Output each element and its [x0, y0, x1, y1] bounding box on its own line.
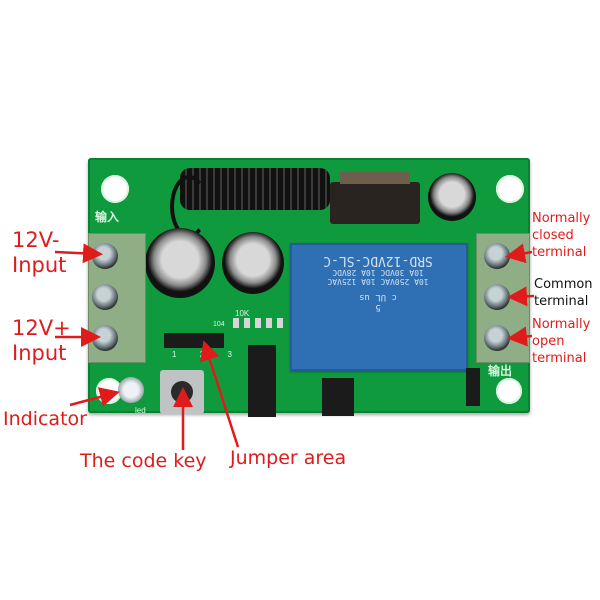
- arrow-no: [507, 326, 533, 347]
- input-marking: 输入: [95, 210, 120, 224]
- arrow-nc: [505, 243, 533, 264]
- arrow-com: [507, 286, 535, 307]
- output-marking: 输出: [488, 364, 513, 378]
- label-jumper-area: Jumper area: [230, 447, 347, 469]
- relay: 5 c UL us 10A 250VAC 10A 125VAC 10A 30VD…: [290, 243, 468, 371]
- mounting-hole-top-right: [496, 175, 524, 203]
- terminal-screw-middle-left[interactable]: [92, 284, 118, 310]
- rf-module-top: [340, 172, 410, 184]
- label-indicator: Indicator: [3, 408, 87, 430]
- electrolytic-capacitor-2: [222, 232, 284, 294]
- eeprom-ic: [322, 378, 354, 416]
- label-12v-plus-input: 12V+ Input: [12, 316, 71, 365]
- label-normally-closed-terminal: Normally closed terminal: [532, 211, 591, 260]
- label-normally-open-terminal: Normally open terminal: [532, 317, 591, 366]
- rf-receiver-module: [330, 182, 420, 224]
- terminal-screw-no[interactable]: [484, 325, 510, 351]
- electrolytic-capacitor-small: [428, 173, 476, 221]
- diode-m7: [466, 368, 480, 406]
- arrow-12v-minus: [54, 243, 103, 264]
- resistor-label: 10K: [235, 309, 250, 318]
- resistor-array: [233, 318, 288, 328]
- label-code-key: The code key: [80, 450, 207, 472]
- cap-label: 104: [213, 321, 225, 328]
- arrow-jumper-area: [200, 340, 240, 448]
- indicator-led: [118, 377, 144, 403]
- led-label: led: [135, 406, 146, 415]
- mounting-hole-bottom-right: [496, 378, 522, 404]
- mounting-hole-top-left: [101, 175, 129, 203]
- label-common-terminal: Common terminal: [534, 277, 593, 309]
- label-12v-minus-input: 12V- Input: [12, 228, 67, 277]
- arrow-indicator: [69, 387, 120, 407]
- terminal-screw-com[interactable]: [484, 284, 510, 310]
- decoder-ic: [248, 345, 276, 417]
- electrolytic-capacitor-1: [145, 228, 215, 298]
